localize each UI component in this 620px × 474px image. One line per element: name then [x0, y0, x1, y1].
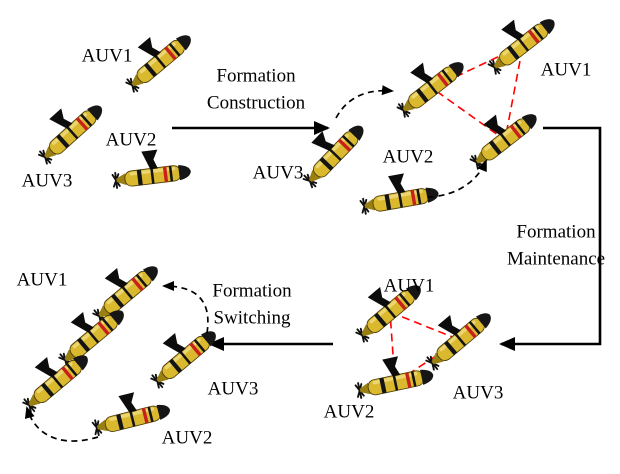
auv-icon-initial-auv3: [24, 86, 108, 166]
movement-arrow-auv2-constructed: [427, 159, 487, 198]
label-switched-auv2: AUV2: [161, 427, 213, 449]
auv-icon-maintained-auv3: [412, 294, 496, 372]
movement-arrow-auv3-switched: [162, 281, 209, 334]
label-constructed-auv2: AUV2: [382, 146, 434, 168]
formation-links-constructed: [430, 43, 525, 142]
label-initial-auv3: AUV3: [21, 170, 73, 192]
label-maintained-auv2: AUV2: [323, 401, 375, 423]
movement-arrow-into-formation: [335, 85, 394, 119]
label-initial-auv2: AUV2: [105, 129, 157, 151]
maintenance-arrow: [499, 126, 602, 351]
formation-links-maintained: [389, 310, 462, 385]
label-maintained-auv3: AUV3: [452, 382, 504, 404]
auv-icon-switched-auv2: [86, 383, 173, 437]
label-stage-maintenance: Formation Maintenance: [506, 221, 606, 269]
label-constructed-auv3: AUV3: [252, 162, 304, 184]
auv-icon-maintained-auv2: [350, 348, 436, 400]
auv-icon-constructed-right: [457, 94, 542, 172]
movement-arrow-auv2-switched: [24, 406, 99, 442]
label-stage-switching: Formation Switching: [212, 280, 292, 328]
label-switched-auv1: AUV1: [16, 269, 68, 291]
label-constructed-auv1: AUV1: [540, 59, 592, 81]
label-maintained-auv1: AUV1: [383, 275, 435, 297]
label-initial-auv1: AUV1: [81, 45, 133, 67]
auv-icon-constructed-lead: [384, 42, 469, 120]
label-stage-construction: Formation Construction: [206, 65, 306, 113]
label-switched-auv3: AUV3: [207, 378, 259, 400]
auv-icon-constructed-auv2: [356, 167, 441, 216]
